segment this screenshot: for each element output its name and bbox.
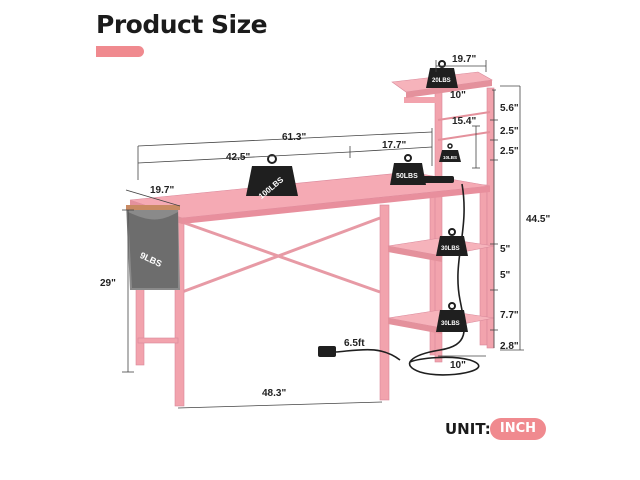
dim-shelf-span: 17.7": [382, 140, 406, 151]
title-accent-bar: [96, 46, 144, 57]
power-cord: [408, 183, 480, 376]
weight-icon: [246, 154, 298, 196]
dim-bottom-shelf-width: 10": [450, 360, 466, 371]
weight-label-mid-shelf: 30LBS: [441, 246, 460, 252]
weight-label-desk-shelf: 50LBS: [396, 173, 418, 180]
dim-desk-height: 29": [100, 278, 116, 289]
dim-cord-length: 6.5ft: [344, 338, 365, 349]
power-strip-icon: [420, 176, 454, 183]
unit-badge: INCH: [490, 418, 546, 440]
shelf-tower: [387, 71, 495, 363]
dim-depth: 19.7": [150, 185, 174, 196]
weight-icon: [390, 154, 426, 185]
dimension-lines: [122, 60, 524, 409]
weight-icon: [426, 60, 458, 88]
dim-desk-width: 42.5": [226, 152, 250, 163]
dim-top-shelf-width: 10": [450, 90, 466, 101]
dim-gap-a: 2.5": [500, 126, 519, 137]
dim-gap-c: 5": [500, 244, 511, 255]
weight-label-small: 10LBS: [443, 155, 457, 160]
dim-shelf-height: 15.4": [452, 116, 476, 127]
dim-gap-top: 5.6": [500, 103, 519, 114]
unit-label: UNIT:: [445, 420, 491, 438]
plug-icon: [318, 346, 336, 357]
dim-top-shelf-depth: 19.7": [452, 54, 476, 65]
weight-icon: [436, 228, 468, 256]
dim-total-height: 44.5": [526, 214, 550, 225]
dim-gap-f: 2.8": [500, 341, 519, 352]
page-title: Product Size: [96, 10, 268, 39]
dim-gap-d: 5": [500, 270, 511, 281]
storage-bag: [126, 205, 180, 290]
weight-icon: [439, 143, 461, 162]
cross-brace: [181, 216, 381, 294]
weight-label-top-shelf: 20LBS: [432, 78, 451, 84]
dim-base-width: 48.3": [262, 388, 286, 399]
dim-total-width: 61.3": [282, 132, 306, 143]
weight-label-low-shelf: 30LBS: [441, 321, 460, 327]
dim-gap-e: 7.7": [500, 310, 519, 321]
dim-gap-b: 2.5": [500, 146, 519, 157]
weight-icon: [436, 302, 468, 332]
